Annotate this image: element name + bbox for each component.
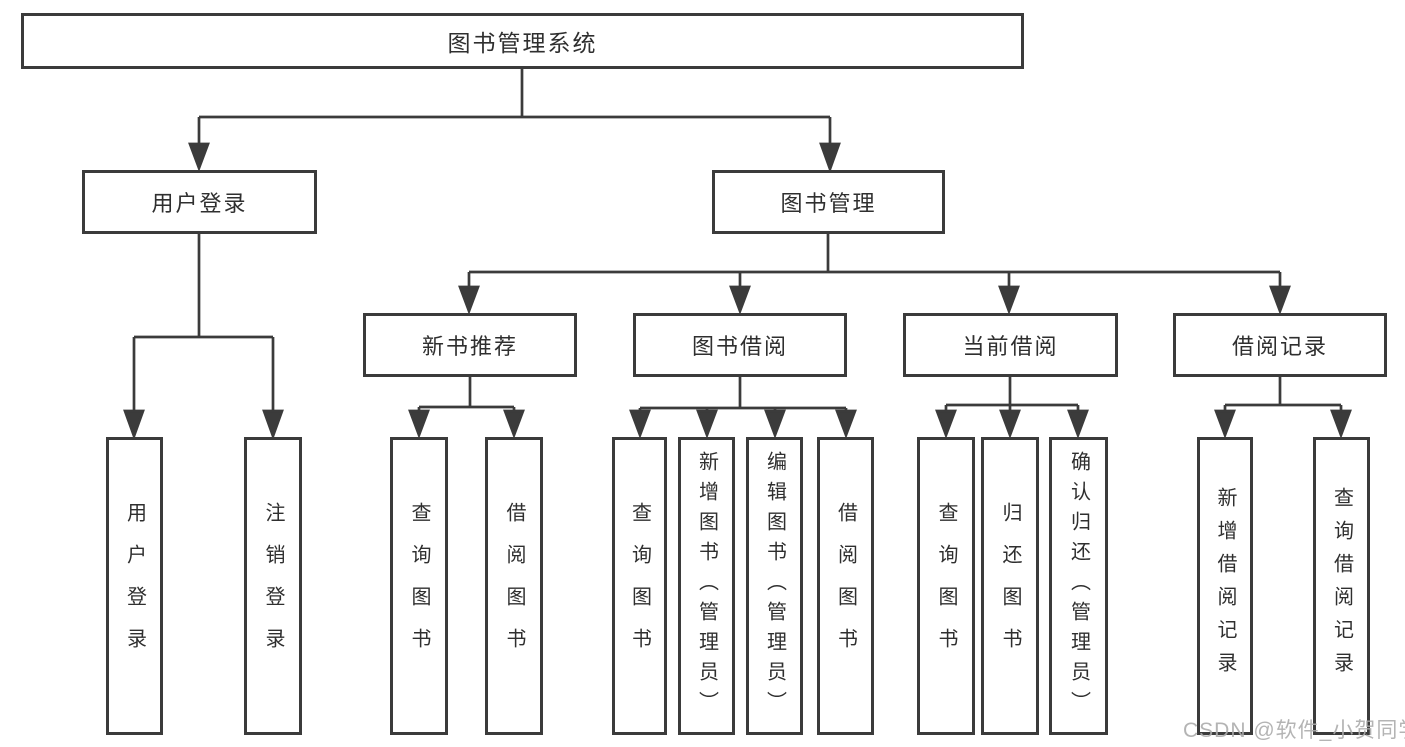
connector-user-login-to-leaves	[123, 234, 284, 440]
leaf-add-borrow-record: 新增借阅记录	[1197, 437, 1253, 735]
connector-root-to-level2	[188, 69, 841, 173]
node-borrow-record: 借阅记录	[1173, 313, 1387, 377]
leaf-return-book: 归还图书	[981, 437, 1039, 735]
leaf-query-book-borrow: 查询图书	[612, 437, 667, 735]
leaf-borrow-book: 借阅图书	[817, 437, 874, 735]
leaf-user-login: 用户登录	[106, 437, 163, 735]
connector-new-book-recommend-to-leaves	[408, 377, 525, 439]
node-book-management: 图书管理	[712, 170, 945, 234]
connector-current-borrow-to-leaves	[935, 377, 1089, 439]
leaf-query-book-current: 查询图书	[917, 437, 975, 735]
leaf-query-book-recommend: 查询图书	[390, 437, 448, 735]
node-book-borrow: 图书借阅	[633, 313, 847, 377]
csdn-watermark: CSDN @软件_小贺同学	[1183, 719, 1405, 742]
connector-book-borrow-to-leaves	[629, 377, 857, 439]
connector-borrow-record-to-leaves	[1214, 377, 1352, 439]
node-current-borrow: 当前借阅	[903, 313, 1118, 377]
leaf-query-borrow-record: 查询借阅记录	[1313, 437, 1370, 735]
connector-book-management-to-groups	[458, 234, 1291, 315]
leaf-add-book-admin: 新增图书（管理员）	[678, 437, 735, 735]
leaf-confirm-return-admin: 确认归还（管理员）	[1049, 437, 1108, 735]
leaf-edit-book-admin: 编辑图书（管理员）	[746, 437, 803, 735]
leaf-logout: 注销登录	[244, 437, 302, 735]
leaf-borrow-book-recommend: 借阅图书	[485, 437, 543, 735]
node-new-book-recommend: 新书推荐	[363, 313, 577, 377]
node-user-login: 用户登录	[82, 170, 317, 234]
node-root-system: 图书管理系统	[21, 13, 1024, 69]
